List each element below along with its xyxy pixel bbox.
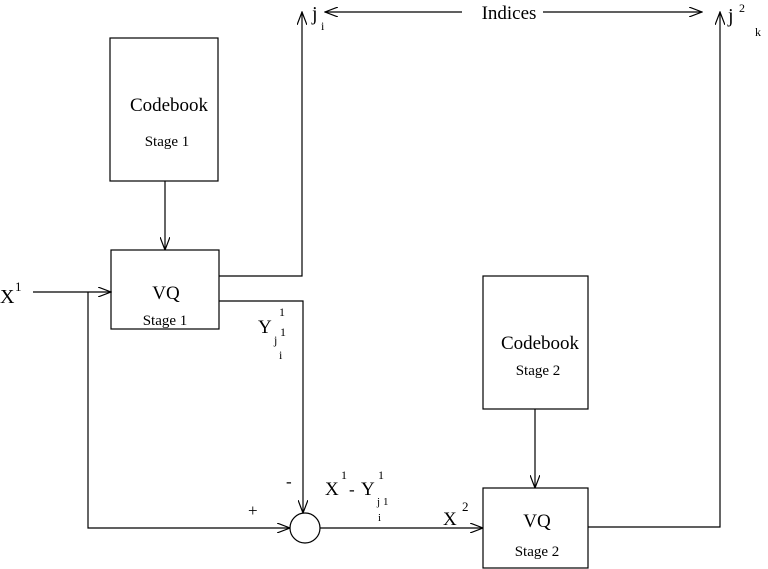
svg-text:-: - — [349, 480, 355, 499]
vq2-title: VQ — [523, 511, 551, 532]
svg-text:X: X — [325, 479, 339, 500]
plus-sign: + — [248, 501, 258, 520]
svg-text:2: 2 — [462, 499, 469, 514]
minus-sign: - — [286, 472, 292, 491]
reconstruction-label: Y 1 j 1 i — [258, 305, 286, 362]
input-label: X 1 — [0, 279, 22, 308]
index2-arrow — [588, 12, 720, 528]
codebook2-sub: Stage 2 — [516, 363, 561, 379]
input2-label: X 2 — [443, 499, 469, 530]
svg-text:i: i — [378, 512, 381, 524]
vq-stage2-block: VQ Stage 2 — [482, 487, 589, 569]
svg-text:j: j — [311, 3, 318, 25]
codebook1-title: Codebook — [130, 95, 209, 116]
vq2-sub: Stage 2 — [515, 544, 560, 560]
vq1-sub: Stage 1 — [143, 313, 188, 329]
svg-text:k: k — [755, 25, 761, 39]
svg-text:X: X — [443, 509, 457, 530]
residual-label: X 1 - Y 1 j 1 i — [325, 468, 389, 524]
svg-text:1: 1 — [341, 468, 347, 482]
summing-junction — [289, 512, 321, 544]
svg-text:2: 2 — [739, 1, 745, 15]
svg-text:1: 1 — [378, 468, 384, 482]
input-branch-to-summer — [87, 292, 290, 528]
svg-text:i: i — [321, 19, 325, 33]
svg-text:j: j — [376, 496, 380, 508]
svg-text:j: j — [273, 333, 277, 347]
svg-text:1: 1 — [383, 496, 389, 508]
svg-text:X: X — [0, 286, 15, 308]
codebook1-sub: Stage 1 — [145, 134, 190, 150]
codebook-stage2-block: Codebook Stage 2 — [482, 275, 589, 410]
index1-arrow — [219, 12, 302, 277]
indices-label: Indices — [482, 3, 537, 24]
svg-text:1: 1 — [279, 305, 285, 319]
codebook2-title: Codebook — [501, 333, 580, 354]
vq1-title: VQ — [152, 283, 180, 304]
svg-text:1: 1 — [280, 325, 286, 339]
svg-text:j: j — [727, 5, 734, 27]
svg-text:Y: Y — [361, 479, 375, 500]
index1-label: j i — [311, 3, 325, 33]
reconstruction-arrow — [219, 300, 303, 513]
codebook-stage1-block: Codebook Stage 1 — [109, 37, 219, 182]
index2-label: j 2 k — [727, 1, 761, 39]
svg-text:Y: Y — [258, 317, 272, 338]
svg-text:1: 1 — [15, 279, 22, 294]
vq-stage1-block: VQ Stage 1 — [110, 249, 220, 330]
svg-text:i: i — [279, 348, 283, 362]
